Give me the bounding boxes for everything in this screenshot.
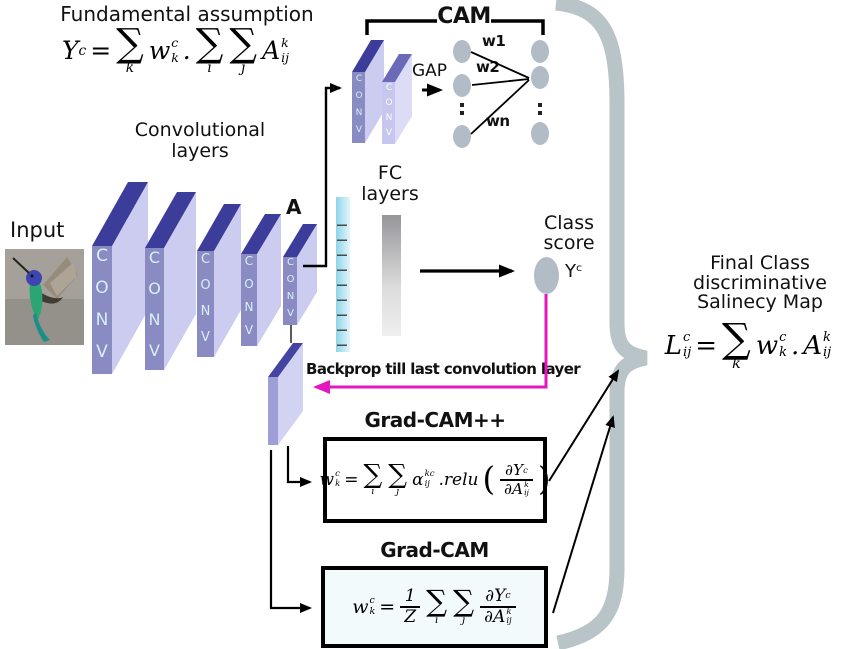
conv-block-1: CONV	[92, 182, 148, 374]
bird-head	[26, 270, 42, 286]
small-conv-block	[268, 343, 303, 445]
label-w1: w1	[482, 32, 506, 50]
cam-conv-block-1: CONV	[352, 40, 384, 143]
bird-tail	[33, 313, 50, 342]
conv-label: CONV	[198, 252, 213, 356]
label-wn: wn	[486, 112, 510, 130]
conv-label: CONV	[92, 246, 112, 374]
cam-dots-left	[460, 111, 464, 115]
label-yc: Yᶜ	[565, 261, 583, 282]
label-cam: CAM	[437, 4, 491, 29]
input-image	[5, 249, 84, 345]
arrow-gradcam-to-brace	[552, 415, 615, 614]
title-fundamental-assumption: Fundamental assumption	[60, 2, 314, 26]
bird-beak	[12, 257, 30, 274]
conv-block-5: CONV	[283, 224, 317, 325]
bird-eye	[30, 274, 34, 278]
label-layers: layers	[171, 140, 229, 162]
arrow-to-gradcampp	[286, 446, 312, 487]
label-feature-map-a: A	[286, 195, 301, 219]
cam-dots-left	[460, 103, 464, 107]
cam-node-right-2	[531, 66, 549, 89]
cam-conv-block-2: CONV	[382, 54, 412, 144]
cam-dots-right	[538, 103, 542, 107]
label-fc-2: layers	[361, 183, 419, 205]
arrow-to-gradcam	[269, 450, 312, 613]
conv-block-4: CONV	[241, 214, 281, 346]
class-score-node	[534, 257, 559, 294]
cam-bracket-left	[365, 19, 437, 35]
conv-label: CONV	[242, 254, 256, 346]
label-class-score: Class score	[531, 213, 607, 253]
cam-node-right-1	[531, 40, 549, 63]
conv-block-2: CONV	[145, 192, 196, 372]
conv-label: CONV	[354, 73, 364, 142]
conv-label: CONV	[285, 257, 296, 325]
label-gradcampp-title: Grad-CAM++	[364, 408, 506, 432]
cam-node-left-3	[453, 125, 471, 148]
conv-label: CONV	[145, 248, 164, 372]
label-class: Class	[544, 212, 594, 234]
label-gap: GAP	[412, 61, 448, 81]
label-input: Input	[10, 218, 65, 242]
label-fc-layers: FC layers	[355, 163, 425, 205]
gathering-brace	[555, 0, 648, 649]
fc-layer-bar-1	[336, 197, 350, 352]
label-fc: FC	[377, 162, 403, 184]
cam-node-right-3	[531, 122, 549, 145]
cam-node-left-2	[453, 74, 471, 97]
label-w2: w2	[476, 58, 500, 76]
bird-body	[29, 277, 43, 321]
label-backprop: Backprop till last convolution layer	[306, 360, 581, 378]
label-convolutional-layers: Convolutional layers	[110, 120, 290, 162]
hummingbird-illustration	[5, 249, 84, 345]
conv-block-3: CONV	[197, 204, 241, 357]
label-final-map: Final Class discriminative Salinecy Map	[680, 252, 840, 313]
cam-dots-right	[538, 111, 542, 115]
label-final-1: Final Class	[710, 252, 810, 274]
arrow-gradcampp-to-brace	[548, 369, 620, 482]
fc-layer-bar-2	[382, 215, 401, 336]
label-gradcam-title: Grad-CAM	[380, 538, 489, 562]
label-final-3: Salinecy Map	[697, 291, 823, 313]
fc-bar-ticks	[337, 211, 347, 349]
cam-node-left-1	[453, 40, 471, 63]
label-score: score	[543, 232, 595, 254]
conv-label: CONV	[384, 83, 394, 143]
label-final-2: discriminative	[693, 271, 827, 294]
weight-line-w2	[471, 78, 530, 86]
label-convolutional: Convolutional	[134, 119, 266, 141]
